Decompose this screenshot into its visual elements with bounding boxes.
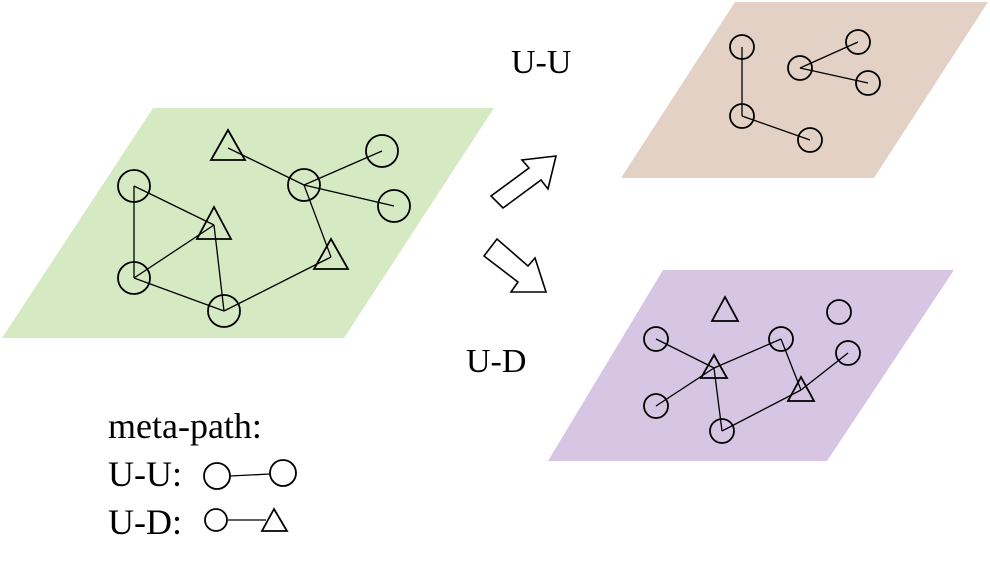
user-node [845, 29, 871, 55]
uu-metapath-label: U-U [511, 44, 572, 81]
arrow-to-ud-icon [482, 237, 548, 293]
uu-plane [621, 2, 988, 178]
drug-node [786, 375, 816, 402]
legend-user-node [204, 508, 228, 532]
drug-node [699, 353, 729, 379]
user-node [797, 127, 823, 153]
uu-edge [799, 41, 859, 69]
user-node [377, 189, 411, 223]
user-node [787, 55, 813, 81]
user-node [855, 70, 881, 96]
arrow-to-uu-icon [489, 155, 558, 210]
user-node [729, 34, 755, 60]
user-node [207, 294, 241, 328]
source-plane [2, 108, 494, 338]
legend-uu-label: U-U: [108, 454, 182, 494]
uu-graph [621, 2, 988, 178]
ud-graph [548, 270, 954, 461]
user-node [643, 393, 669, 419]
ud-plane [548, 270, 954, 461]
user-node [287, 168, 321, 202]
ud-metapath-label: U-D [466, 343, 527, 380]
legend-user-node [203, 462, 231, 490]
user-node [768, 326, 794, 352]
drug-node [209, 128, 247, 161]
source-graph [2, 108, 494, 338]
legend-title: meta-path: [108, 406, 262, 446]
source-edge [303, 184, 332, 258]
legend-user-node [269, 459, 297, 487]
ud-edge [655, 338, 715, 369]
source-edge [303, 150, 383, 186]
legend-ud-label: U-D: [108, 502, 182, 542]
source-edge [133, 185, 215, 226]
drug-node [195, 205, 233, 240]
user-node [643, 326, 669, 352]
user-node [835, 340, 861, 366]
drug-node [312, 237, 350, 270]
user-node [729, 103, 755, 129]
user-node [826, 299, 852, 325]
user-node [117, 261, 151, 295]
user-node [117, 169, 151, 203]
ud-edge [721, 389, 802, 432]
legend-uu-symbol [203, 459, 297, 490]
legend-ud-symbol [204, 507, 289, 532]
legend-drug-node [260, 507, 289, 532]
source-edge [223, 256, 332, 312]
drug-node [710, 295, 740, 322]
user-node [709, 418, 735, 444]
user-node [365, 134, 399, 168]
ud-edge [800, 352, 849, 391]
